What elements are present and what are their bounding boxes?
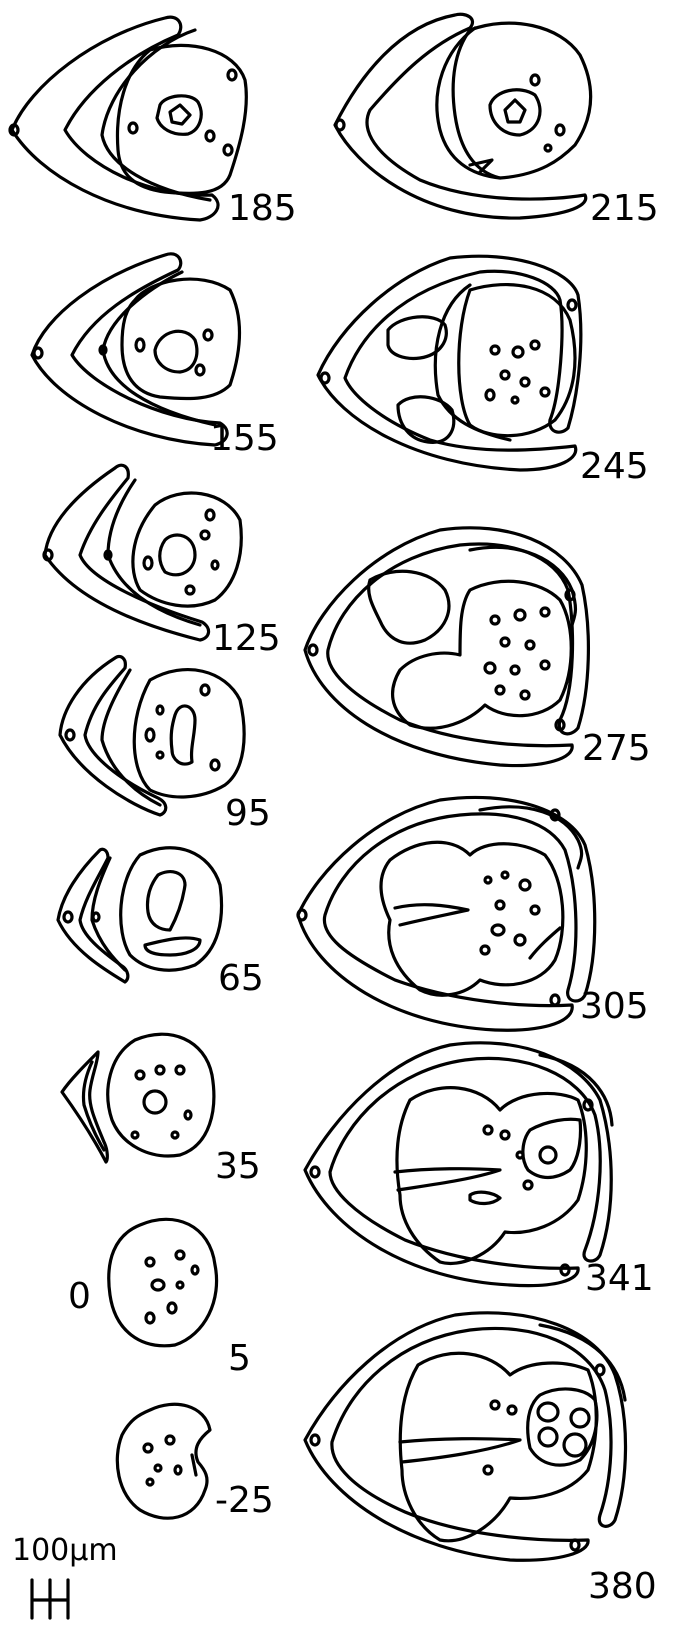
section-95: 95: [60, 656, 271, 834]
zero-marker: 0: [68, 1276, 91, 1317]
section-215: 215: [335, 14, 659, 229]
section-245: 245: [318, 256, 649, 487]
section-label-341: 341: [585, 1258, 654, 1299]
section-label-35: 35: [215, 1146, 261, 1187]
section-155: 155: [32, 254, 279, 459]
section-label-5: 5: [228, 1338, 251, 1379]
section-label-185: 185: [228, 188, 297, 229]
section-5: 0 5: [68, 1219, 251, 1379]
scale-bar: 100µm: [12, 1533, 118, 1618]
section-341: 341: [305, 1043, 654, 1299]
section-305: 305: [298, 797, 649, 1030]
section-label-minus-25: -25: [215, 1480, 274, 1521]
section-65: 65: [58, 848, 264, 999]
section-125: 125: [44, 465, 281, 659]
section-label-215: 215: [590, 188, 659, 229]
section-label-380: 380: [588, 1566, 657, 1607]
section-275: 275: [305, 528, 651, 769]
section-label-275: 275: [582, 728, 651, 769]
section-label-125: 125: [212, 618, 281, 659]
section-380: 380: [305, 1313, 657, 1607]
section-35: 35: [62, 1034, 261, 1187]
section-label-305: 305: [580, 986, 649, 1027]
section-label-155: 155: [210, 418, 279, 459]
section-label-245: 245: [580, 446, 649, 487]
section-minus-25: -25: [117, 1404, 274, 1521]
section-label-95: 95: [225, 793, 271, 834]
section-label-65: 65: [218, 958, 264, 999]
scale-bar-label: 100µm: [12, 1533, 118, 1568]
section-185: 185: [10, 17, 297, 229]
